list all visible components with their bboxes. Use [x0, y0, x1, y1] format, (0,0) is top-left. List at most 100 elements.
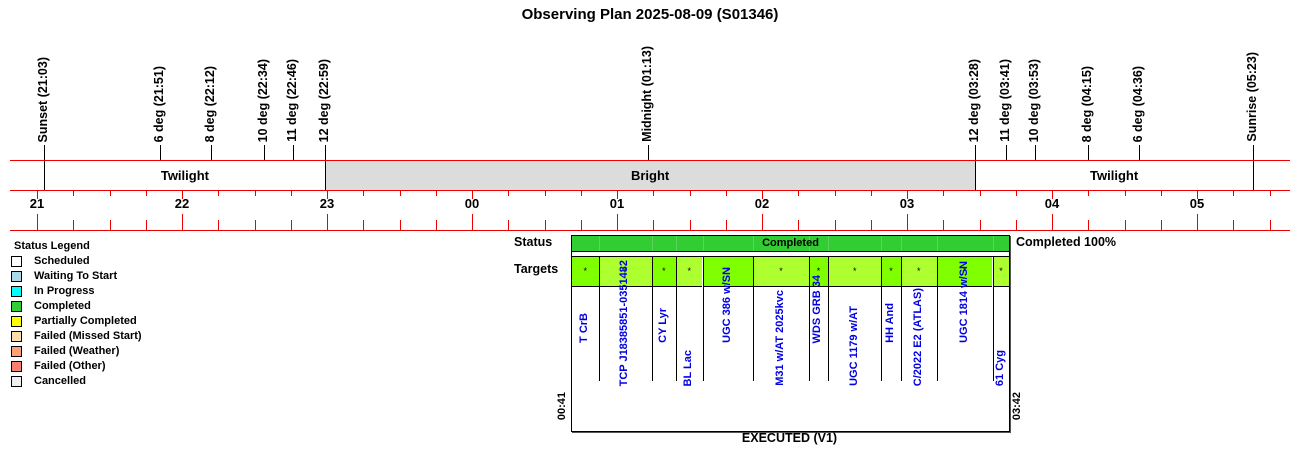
- legend-label: Partially Completed: [34, 315, 137, 327]
- tick-mark: [907, 214, 908, 230]
- status-divider: [753, 236, 755, 251]
- target-divider: [753, 257, 755, 381]
- event-line: [160, 145, 161, 160]
- target-status-cell: *: [651, 257, 676, 287]
- target-column[interactable]: *M31 w/AT 2025kvc: [753, 257, 809, 431]
- event-label: Midnight (01:13): [640, 46, 654, 142]
- target-column[interactable]: *TCP J18385851-0351482: [598, 257, 652, 431]
- status-divider: [808, 236, 810, 251]
- target-column[interactable]: *UGC 386 w/SN: [702, 257, 754, 431]
- tick-mark: [1233, 220, 1234, 230]
- target-divider: [936, 257, 938, 381]
- target-status-cell: *: [881, 257, 901, 287]
- event-label: 8 deg (22:12): [203, 65, 217, 142]
- event-line: [1035, 145, 1036, 160]
- legend-swatch: [11, 270, 22, 282]
- target-column[interactable]: *61 Cyg: [992, 257, 1010, 431]
- tick-mark: [1088, 220, 1089, 230]
- event-line: [211, 145, 212, 160]
- tick-mark: [798, 220, 799, 230]
- target-column[interactable]: *BL Lac: [675, 257, 703, 431]
- axis-top-line: [10, 190, 1290, 191]
- tick-mark: [581, 220, 582, 230]
- status-divider: [828, 236, 830, 251]
- tick-mark: [218, 220, 219, 230]
- event-label: 10 deg (22:34): [256, 58, 270, 142]
- tick-mark: [1161, 191, 1162, 196]
- event-line: [975, 145, 976, 190]
- event-line: [1253, 145, 1254, 190]
- event-line: [1006, 145, 1007, 160]
- tick-mark: [182, 214, 183, 230]
- event-line: [648, 145, 649, 160]
- event-label: 6 deg (04:36): [1131, 65, 1145, 142]
- target-column[interactable]: *UGC 1179 w/AT: [828, 257, 882, 431]
- event-label: Sunset (21:03): [36, 56, 50, 142]
- tick-mark: [1125, 191, 1126, 196]
- target-column[interactable]: * CY Lyr: [651, 257, 676, 431]
- tick-mark: [1052, 191, 1053, 199]
- tick-mark: [871, 220, 872, 230]
- legend-label: Waiting To Start: [34, 270, 118, 282]
- event-label: 8 deg (04:15): [1080, 65, 1094, 142]
- tick-mark: [73, 220, 74, 230]
- tick-mark: [1052, 214, 1053, 230]
- status-divider: [992, 236, 994, 251]
- target-status-cell: *: [808, 257, 829, 287]
- tick-mark: [327, 214, 328, 230]
- tick-mark: [653, 220, 654, 230]
- tick-mark: [545, 191, 546, 196]
- tick-mark: [182, 191, 183, 199]
- status-bar: Completed: [572, 236, 1009, 252]
- tick-mark: [327, 191, 328, 199]
- target-status-cell: *: [598, 257, 652, 287]
- target-column[interactable]: *C/2022 E2 (ATLAS): [900, 257, 937, 431]
- tick-mark: [37, 191, 38, 199]
- tick-mark: [1233, 191, 1234, 196]
- tick-mark: [980, 220, 981, 230]
- legend-swatch: [11, 330, 22, 342]
- target-status-cell: *: [900, 257, 937, 287]
- event-label: 12 deg (22:59): [317, 58, 331, 142]
- tick-mark: [835, 191, 836, 196]
- tick-mark: [1270, 191, 1271, 196]
- status-divider: [900, 236, 902, 251]
- target-column[interactable]: *HH And: [881, 257, 901, 431]
- target-name: T CrB: [578, 313, 591, 343]
- plan-footer: EXECUTED (V1): [741, 431, 838, 445]
- tick-mark: [146, 220, 147, 230]
- target-column[interactable]: *UGC 1814 w/SN: [936, 257, 993, 431]
- targets-area: *T CrB*TCP J18385851-0351482*CY Lyr*BL L…: [572, 257, 1010, 431]
- band-top-line: [10, 160, 1290, 161]
- tick-mark: [726, 220, 727, 230]
- tick-mark: [835, 220, 836, 230]
- target-name: C/2022 E2 (ATLAS): [911, 287, 924, 386]
- tick-mark: [1016, 191, 1017, 196]
- target-column[interactable]: *WDS GRB 34: [808, 257, 829, 431]
- tick-mark: [617, 214, 618, 230]
- target-status-cell: *: [992, 257, 1010, 287]
- legend-swatch: [11, 360, 22, 372]
- completion-text: Completed 100%: [1016, 235, 1117, 249]
- target-column[interactable]: * T CrB: [572, 257, 599, 431]
- target-divider: [598, 257, 600, 381]
- tick-mark: [436, 220, 437, 230]
- plan-end-time: 03:42: [1011, 392, 1023, 421]
- plan-block[interactable]: Completed *T CrB*TCP J18385851-0351482*C…: [571, 235, 1010, 432]
- target-status-cell: *: [936, 257, 993, 287]
- target-name: UGC 1814 w/SN: [957, 261, 970, 343]
- legend-item: Partially Completed: [11, 315, 137, 327]
- legend-label: Failed (Weather): [34, 345, 120, 357]
- sky-band: Bright: [325, 161, 975, 190]
- tick-mark: [907, 191, 908, 199]
- tick-mark: [1125, 220, 1126, 230]
- event-label: 10 deg (03:53): [1027, 58, 1041, 142]
- legend-label: Failed (Missed Start): [34, 330, 142, 342]
- tick-mark: [871, 191, 872, 196]
- status-divider: [702, 236, 704, 251]
- target-status-cell: *: [572, 257, 599, 287]
- target-name: CY Lyr: [656, 308, 669, 343]
- target-name: M31 w/AT 2025kvc: [774, 290, 787, 386]
- tick-mark: [472, 214, 473, 230]
- legend-title: Status Legend: [14, 240, 90, 252]
